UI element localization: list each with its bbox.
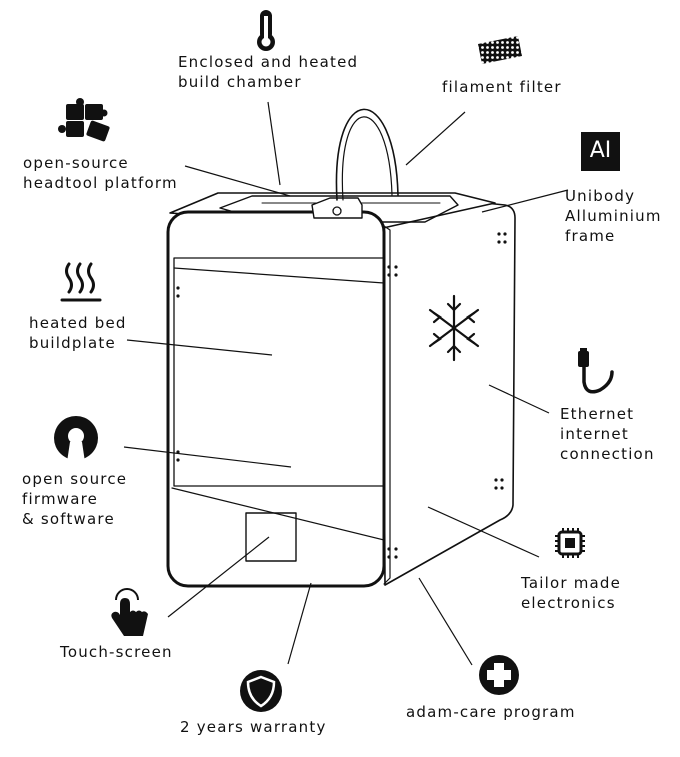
- open-source-icon: [54, 416, 98, 462]
- label-line: & software: [22, 510, 115, 528]
- heat-waves-icon: [60, 262, 102, 302]
- label-filament-filter: filament filter: [442, 77, 562, 97]
- label-line: heated bed: [29, 314, 127, 332]
- ai-badge-text: AI: [589, 138, 612, 163]
- label-line: Ethernet: [560, 405, 635, 423]
- label-line: buildplate: [29, 334, 116, 352]
- label-build-chamber: Enclosed and heated build chamber: [178, 52, 358, 92]
- plus-circle-icon: [479, 655, 519, 695]
- label-line: electronics: [521, 594, 616, 612]
- label-line: Touch-screen: [60, 643, 173, 661]
- label-line: Alluminium: [565, 207, 662, 225]
- snowflake-icon: [428, 294, 480, 362]
- chip-icon: [555, 528, 585, 558]
- label-headtool-platform: open-source headtool platform: [23, 153, 178, 193]
- label-line: headtool platform: [23, 174, 178, 192]
- thermometer-icon: [257, 10, 275, 51]
- label-electronics: Tailor made electronics: [521, 573, 621, 613]
- label-unibody-frame: Unibody Alluminium frame: [565, 186, 662, 246]
- label-line: adam-care program: [406, 703, 576, 721]
- label-ethernet: Ethernet internet connection: [560, 404, 655, 464]
- label-line: Tailor made: [521, 574, 622, 592]
- label-line: filament filter: [442, 78, 562, 96]
- shield-icon: [240, 670, 282, 712]
- label-warranty: 2 years warranty: [180, 717, 327, 737]
- puzzle-icon: [58, 98, 110, 142]
- label-line: internet: [560, 425, 629, 443]
- label-heated-bed: heated bed buildplate: [29, 313, 127, 353]
- label-line: build chamber: [178, 73, 302, 91]
- leader-lines: [123, 101, 569, 666]
- hand-pointer-icon: [111, 588, 148, 636]
- label-line: open-source: [23, 154, 129, 172]
- label-line: firmware: [22, 490, 99, 508]
- printer-illustration: [166, 108, 516, 588]
- label-adam-care: adam-care program: [406, 702, 576, 722]
- label-line: open source: [22, 470, 128, 488]
- label-line: Unibody: [565, 187, 636, 205]
- label-line: frame: [565, 227, 616, 245]
- label-open-source-firmware: open source firmware & software: [22, 469, 127, 529]
- mesh-filter-icon: [478, 36, 522, 64]
- ai-badge-icon: [581, 132, 620, 171]
- label-line: Enclosed and heated: [178, 53, 359, 71]
- label-touch-screen: Touch-screen: [60, 642, 173, 662]
- label-line: 2 years warranty: [180, 718, 327, 736]
- label-line: connection: [560, 445, 655, 463]
- ethernet-cable-icon: [578, 348, 614, 394]
